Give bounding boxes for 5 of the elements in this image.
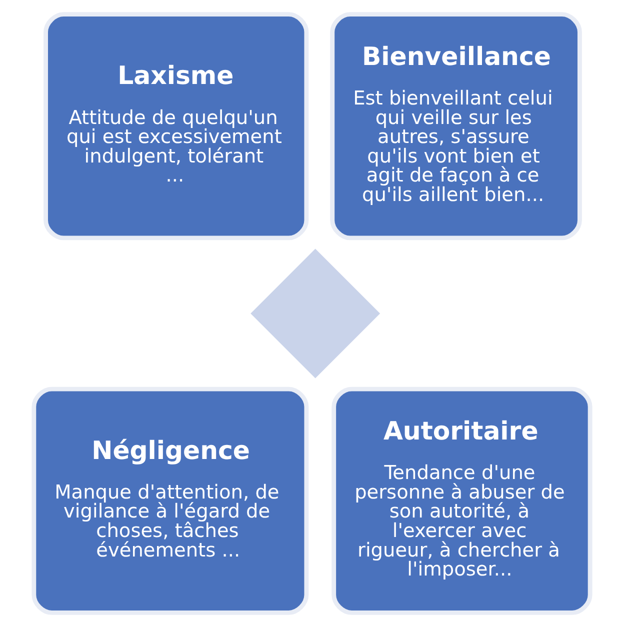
node-box: Autoritaire Tendance d'une personne à abuser de son autorité, à l'exercer avec rigueur, à chercher à l'imposer... — [331, 386, 592, 615]
node-box: Laxisme Attitude de quelqu'un qui est excessivement indulgent, tolérant ... — [43, 12, 308, 240]
node-box: Bienveillance Est bienveillant celui qui veille sur les autres, s'assure qu'ils vont bien et agit de façon à ce qu'ils aillent bien... — [330, 12, 582, 240]
node-diamond — [250, 248, 380, 378]
node-box: Négligence Manque d'attention, de vigilance à l'égard de choses, tâches événements ... — [31, 386, 308, 615]
